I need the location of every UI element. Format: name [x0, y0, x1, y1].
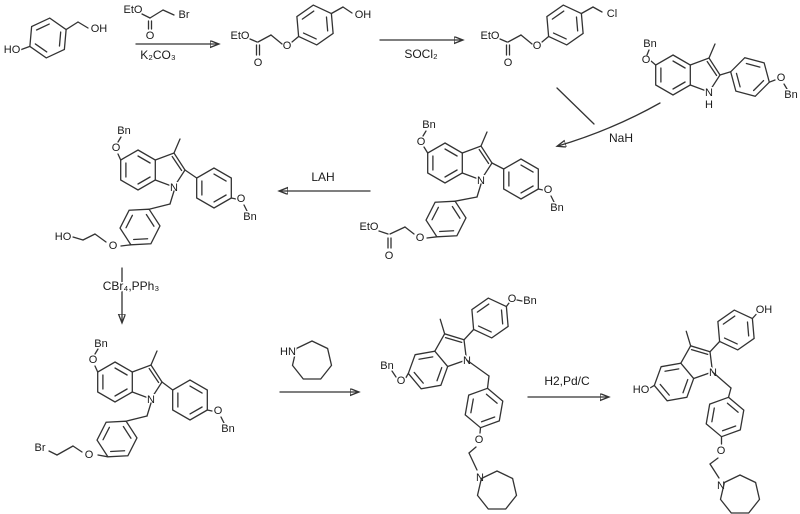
atom-label-oh: OH — [91, 23, 108, 35]
atom-label-o-ether: O — [475, 434, 484, 446]
reagent-ethyl-bromoacetate: EtO Br O — [122, 3, 191, 44]
arrow-step2: SOCl₂ — [379, 40, 462, 63]
atom-label-o-carbonyl: O — [254, 57, 263, 69]
reagent-h2pdc-label: H2,Pd/C — [544, 374, 590, 388]
atom-label-oh4: OH — [756, 304, 773, 316]
atom-label-o4: O — [777, 72, 786, 84]
atom-label-n-azepane: N — [717, 480, 725, 492]
atom-label-bn4: Bn — [243, 211, 256, 223]
atom-label-h: H — [705, 99, 713, 111]
atom-label-eto: EtO — [231, 30, 250, 42]
atom-label-bn5: Bn — [94, 338, 107, 350]
reagent-cbr4-label: CBr₄,PPh₃ — [103, 279, 160, 293]
atom-label-o: O — [146, 30, 155, 42]
atom-label-o-ether: O — [85, 449, 94, 461]
atom-label-oh: OH — [355, 9, 372, 21]
atom-label-bn5: Bn — [422, 119, 435, 131]
reagent-lah-label: LAH — [311, 170, 334, 184]
atom-label-o4: O — [214, 405, 223, 417]
atom-label-o-carbonyl: O — [504, 57, 513, 69]
atom-label-cl: Cl — [607, 8, 617, 20]
atom-label-n-azepane: N — [476, 472, 484, 484]
atom-label-n: N — [477, 175, 485, 187]
atom-label-n: N — [705, 87, 713, 99]
atom-label-eto: EtO — [481, 30, 500, 42]
atom-label-o5: O — [642, 54, 651, 66]
arrow-step5: CBr₄,PPh₃ — [101, 267, 161, 322]
structure-indole-alcohol: N O Bn O Bn O HO — [53, 124, 258, 254]
reagent-socl2-label: SOCl₂ — [404, 47, 438, 61]
structure-ester-chloride: O EtO O Cl — [479, 0, 619, 71]
atom-label-n: N — [170, 182, 178, 194]
atom-label-eto: EtO — [360, 221, 379, 233]
arrow-step1: K₂CO₃ — [135, 44, 218, 64]
atom-label-o-ether: O — [109, 240, 118, 252]
structure-bazedoxifene: N HO OH O N — [631, 303, 774, 514]
atom-label-o4: O — [508, 293, 517, 305]
atom-label-ho: HO — [4, 44, 21, 56]
arrow-step4: LAH — [280, 169, 371, 191]
atom-label-bn4: Bn — [221, 423, 234, 435]
atom-label-o-ether: O — [717, 445, 726, 457]
atom-label-bn5: Bn — [643, 38, 656, 50]
atom-label-bn4: Bn — [523, 295, 536, 307]
atom-label-o-carbonyl: O — [385, 250, 394, 262]
atom-label-o5: O — [112, 142, 121, 154]
atom-label-o-ether: O — [416, 232, 425, 244]
reagent-k2co3-label: K₂CO₃ — [140, 48, 176, 62]
atom-label-bn4: Bn — [784, 89, 797, 101]
atom-label-o-ether: O — [533, 40, 542, 52]
atom-label-o4: O — [237, 193, 246, 205]
structure-indole-nh: N H O Bn O Bn — [640, 37, 799, 113]
atom-label-br: Br — [35, 442, 46, 454]
reagent-azepane: HN — [279, 340, 333, 380]
structure-indole-bromide: N O Bn O Bn O Br — [33, 337, 236, 466]
atom-label-br: Br — [179, 9, 190, 21]
atom-label-n: N — [147, 394, 155, 406]
atom-label-bn4: Bn — [550, 202, 563, 214]
atom-label-bn5: Bn — [380, 360, 393, 372]
atom-label-ho: HO — [55, 231, 72, 243]
atom-label-o5: O — [417, 136, 426, 148]
atom-label-eto: EtO — [124, 4, 143, 16]
atom-label-o5: O — [397, 375, 406, 387]
structure-hydroxybenzyl-alcohol: HO OH — [2, 13, 109, 63]
arrow-step3: NaH — [557, 87, 661, 146]
arrow-step7: H2,Pd/C — [527, 373, 608, 397]
structure-ester-alcohol: O EtO O OH — [229, 0, 373, 71]
reagent-nah-label: NaH — [609, 131, 633, 145]
structure-indole-ester: N O Bn O Bn O EtO O — [358, 118, 565, 264]
atom-label-bn5: Bn — [117, 125, 130, 137]
atom-label-ho5: HO — [633, 384, 650, 396]
atom-label-o-ether: O — [283, 40, 292, 52]
structure-indole-azepane-bn: N O Bn O Bn O N — [379, 292, 538, 510]
atom-label-o4: O — [544, 184, 553, 196]
atom-label-hn: HN — [280, 346, 296, 358]
atom-label-o5: O — [89, 354, 98, 366]
